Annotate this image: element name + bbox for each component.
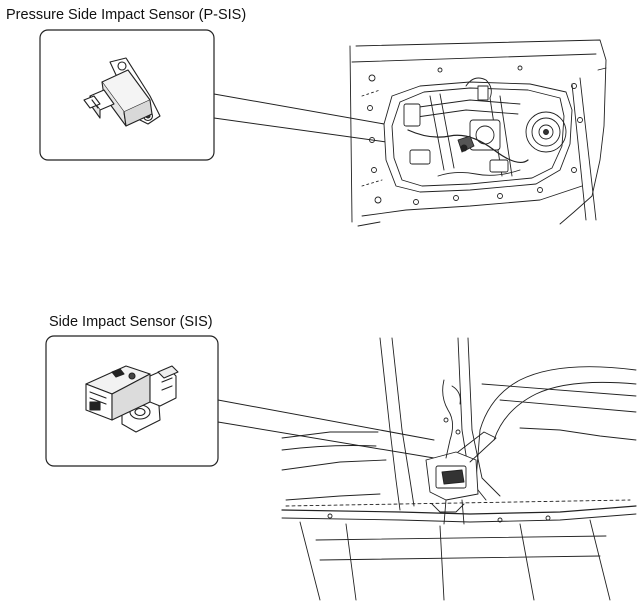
sis-title: Side Impact Sensor (SIS)	[49, 314, 213, 330]
b-pillar-drawing	[281, 337, 637, 601]
door-panel-drawing	[349, 39, 607, 227]
sis-sensor-icon	[85, 365, 179, 433]
psis-title: Pressure Side Impact Sensor (P-SIS)	[6, 7, 247, 23]
psis-sensor-icon	[83, 57, 161, 127]
sis-leader-lines	[217, 399, 435, 459]
